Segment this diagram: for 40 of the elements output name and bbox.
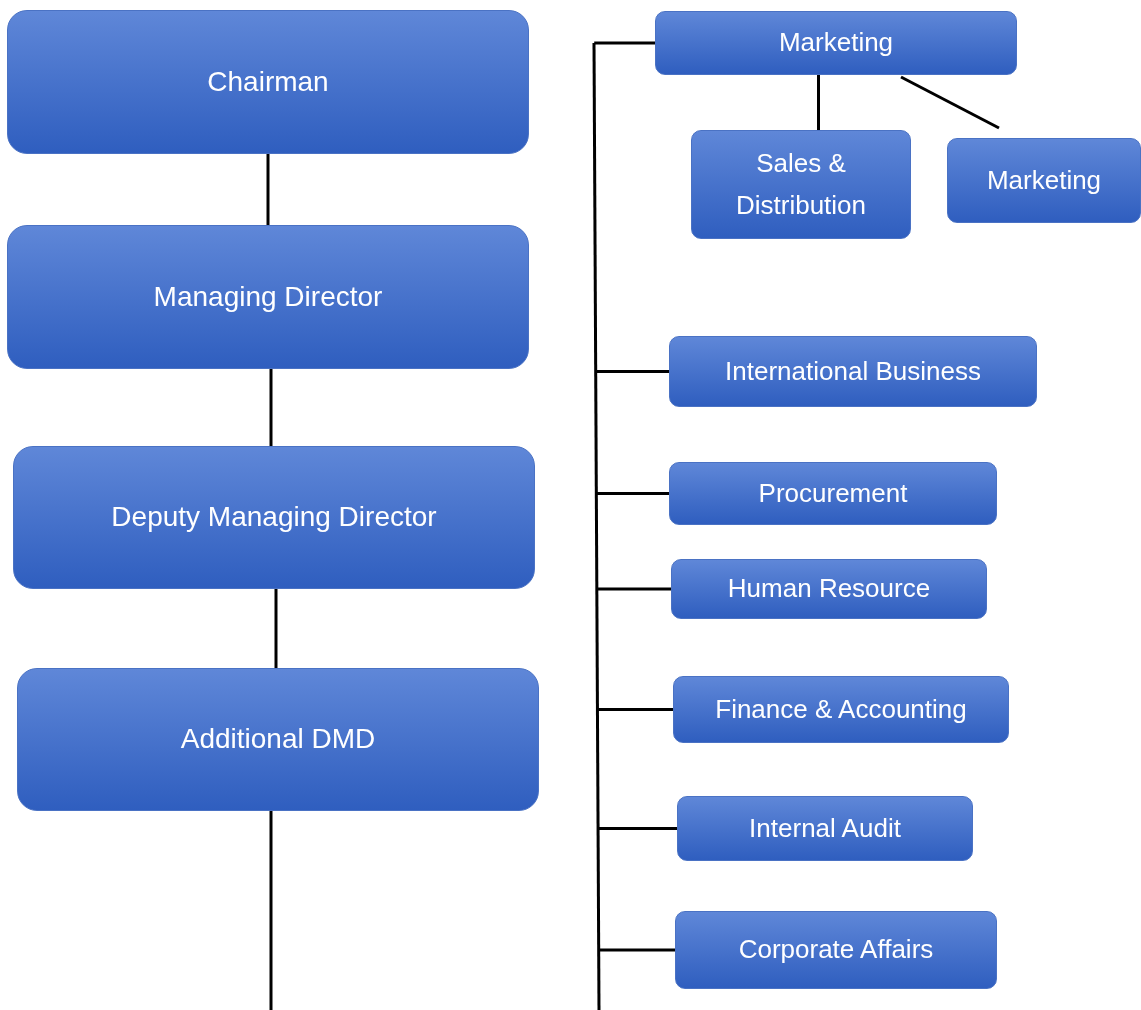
connector-line <box>597 708 673 711</box>
org-box <box>691 130 911 239</box>
connector-line <box>817 75 820 130</box>
box-label: Corporate Affairs <box>738 933 934 967</box>
box-label: Chairman <box>207 64 329 99</box>
org-box <box>669 462 997 525</box>
box-label: International Business <box>725 354 981 388</box>
box-label: Managing Director <box>153 279 383 314</box>
connector-line <box>269 811 273 1010</box>
org-box <box>655 11 1017 75</box>
org-box <box>7 225 529 369</box>
org-box <box>675 911 997 989</box>
connector-line <box>596 587 671 591</box>
org-box <box>947 138 1141 223</box>
org-box <box>13 446 535 589</box>
box-label: Deputy Managing Director <box>111 500 437 535</box>
box-label: Human Resource <box>727 572 931 606</box>
connector-line <box>595 370 669 373</box>
box-label: Internal Audit <box>749 811 901 845</box>
connector-line <box>269 369 273 446</box>
org-box <box>673 676 1009 743</box>
connector-line <box>598 827 677 830</box>
box-label: Additional DMD <box>180 722 376 757</box>
connector-line <box>900 75 1000 130</box>
org-box <box>669 336 1037 407</box>
connector-line <box>594 41 655 45</box>
box-label: Marketing <box>986 163 1102 197</box>
org-box <box>671 559 987 619</box>
box-label: Marketing <box>778 26 894 60</box>
connector-line <box>598 948 675 952</box>
org-box <box>17 668 539 811</box>
box-label: Finance & Accounting <box>715 692 967 726</box>
box-label: Sales & Distribution <box>734 146 868 222</box>
connector-line <box>274 589 278 668</box>
org-box <box>677 796 973 861</box>
connector-line <box>266 154 270 225</box>
org-box <box>7 10 529 154</box>
connector-line <box>592 43 601 1010</box>
connector-line <box>596 492 669 495</box>
box-label: Procurement <box>758 476 908 510</box>
